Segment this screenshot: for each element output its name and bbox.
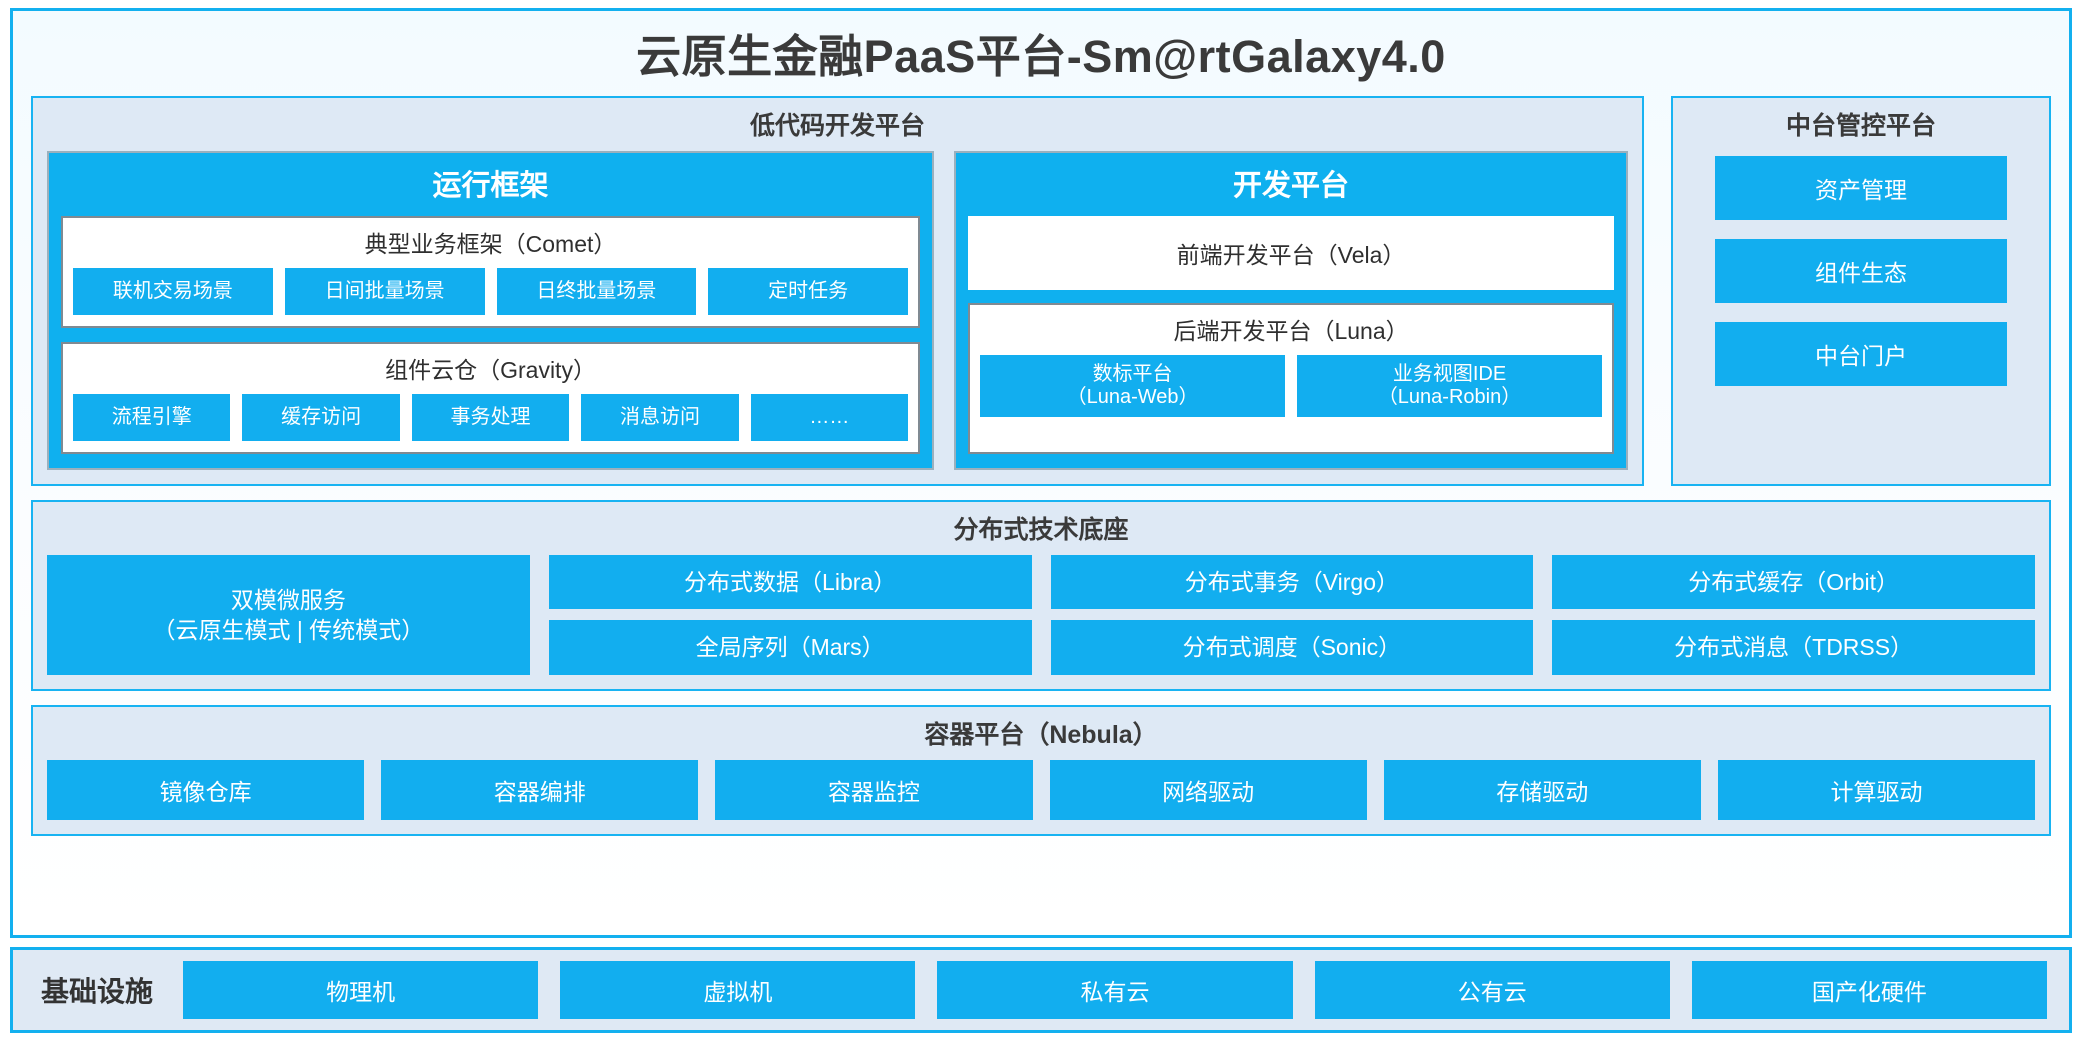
container-cell-compute-driver[interactable]: 计算驱动 — [1717, 760, 2036, 821]
luna-web-code: （Luna-Web） — [1066, 385, 1199, 408]
runtime-framework-card: 运行框架 典型业务框架（Comet） 联机交易场景 日间批量场景 日终批量场景 … — [47, 151, 935, 470]
infrastructure-item-list: 物理机 虚拟机 私有云 公有云 国产化硬件 — [183, 961, 2048, 1019]
distributed-cell-sonic[interactable]: 分布式调度（Sonic） — [1050, 620, 1534, 675]
infrastructure-item-virtual-machine[interactable]: 虚拟机 — [560, 961, 916, 1019]
console-item-portal[interactable]: 中台门户 — [1715, 322, 2007, 387]
top-row: 低代码开发平台 运行框架 典型业务框架（Comet） 联机交易场景 日间批量场景… — [31, 96, 2051, 486]
distributed-column-2: 分布式事务（Virgo） 分布式调度（Sonic） — [1050, 555, 1534, 675]
distributed-cell-mars[interactable]: 全局序列（Mars） — [548, 620, 1032, 675]
comet-box: 典型业务框架（Comet） 联机交易场景 日间批量场景 日终批量场景 定时任务 — [61, 216, 921, 328]
dual-mode-microservice-cell[interactable]: 双模微服务 （云原生模式 | 传统模式） — [47, 555, 530, 675]
gravity-title: 组件云仓（Gravity） — [385, 356, 596, 383]
gravity-chip-more[interactable]: …… — [750, 393, 909, 441]
gravity-chip[interactable]: 缓存访问 — [242, 393, 400, 441]
luna-robin-name: 业务视图IDE — [1392, 362, 1507, 385]
container-platform-section: 容器平台（Nebula） 镜像仓库 容器编排 容器监控 网络驱动 存储驱动 计算… — [31, 704, 2051, 837]
distributed-base-section: 分布式技术底座 双模微服务 （云原生模式 | 传统模式） 分布式数据（Libra… — [31, 499, 2051, 691]
luna-chip-list: 数标平台 （Luna-Web） 业务视图IDE （Luna-Robin） — [980, 354, 1603, 417]
luna-robin-chip[interactable]: 业务视图IDE （Luna-Robin） — [1297, 354, 1603, 417]
container-cell-orchestration[interactable]: 容器编排 — [381, 760, 699, 821]
infrastructure-item-private-cloud[interactable]: 私有云 — [937, 961, 1293, 1019]
infrastructure-item-physical-machine[interactable]: 物理机 — [183, 961, 539, 1019]
distributed-base-title: 分布式技术底座 — [953, 515, 1129, 544]
container-cell-monitoring[interactable]: 容器监控 — [715, 760, 1033, 821]
page-title: 云原生金融PaaS平台-Sm@rtGalaxy4.0 — [636, 31, 1446, 82]
comet-title: 典型业务框架（Comet） — [364, 231, 617, 258]
infrastructure-item-public-cloud[interactable]: 公有云 — [1314, 961, 1670, 1019]
container-platform-title: 容器平台（Nebula） — [924, 720, 1158, 749]
comet-chip[interactable]: 日间批量场景 — [284, 267, 485, 315]
runtime-framework-title: 运行框架 — [432, 170, 549, 203]
gravity-chip-list: 流程引擎 缓存访问 事务处理 消息访问 …… — [73, 393, 909, 441]
gravity-chip[interactable]: 流程引擎 — [73, 393, 231, 441]
luna-robin-code: （Luna-Robin） — [1377, 385, 1522, 408]
platform-main-panel: 云原生金融PaaS平台-Sm@rtGalaxy4.0 低代码开发平台 运行框架 … — [10, 8, 2072, 938]
distributed-cell-libra[interactable]: 分布式数据（Libra） — [548, 555, 1032, 610]
vela-box[interactable]: 前端开发平台（Vela） — [968, 216, 1614, 291]
luna-web-name: 数标平台 — [1092, 362, 1173, 385]
container-grid: 镜像仓库 容器编排 容器监控 网络驱动 存储驱动 计算驱动 — [47, 760, 2036, 821]
console-platform-title: 中台管控平台 — [1785, 112, 1936, 140]
distributed-column-1: 分布式数据（Libra） 全局序列（Mars） — [548, 555, 1032, 675]
microservice-column: 双模微服务 （云原生模式 | 传统模式） — [47, 555, 530, 675]
container-cell-image-registry[interactable]: 镜像仓库 — [47, 760, 365, 821]
lowcode-platform-section: 低代码开发平台 运行框架 典型业务框架（Comet） 联机交易场景 日间批量场景… — [31, 96, 1644, 486]
distributed-cell-virgo[interactable]: 分布式事务（Virgo） — [1050, 555, 1534, 610]
console-item-component-ecosystem[interactable]: 组件生态 — [1715, 239, 2007, 304]
distributed-cell-tdrss[interactable]: 分布式消息（TDRSS） — [1552, 620, 2035, 675]
development-platform-card: 开发平台 前端开发平台（Vela） 后端开发平台（Luna） 数标平台 （Lun… — [954, 151, 1628, 470]
distributed-cell-orbit[interactable]: 分布式缓存（Orbit） — [1552, 555, 2035, 610]
container-cell-storage-driver[interactable]: 存储驱动 — [1383, 760, 1701, 821]
gravity-chip[interactable]: 消息访问 — [581, 393, 739, 441]
luna-web-chip[interactable]: 数标平台 （Luna-Web） — [980, 354, 1286, 417]
lowcode-platform-title: 低代码开发平台 — [749, 112, 925, 140]
microservice-modes: （云原生模式 | 传统模式） — [152, 616, 425, 643]
lowcode-columns: 运行框架 典型业务框架（Comet） 联机交易场景 日间批量场景 日终批量场景 … — [47, 151, 1628, 470]
luna-title: 后端开发平台（Luna） — [1173, 318, 1409, 345]
infrastructure-label: 基础设施 — [41, 976, 154, 1007]
console-platform-section: 中台管控平台 资产管理 组件生态 中台门户 — [1671, 96, 2051, 486]
comet-chip-list: 联机交易场景 日间批量场景 日终批量场景 定时任务 — [73, 267, 909, 315]
infrastructure-section: 基础设施 物理机 虚拟机 私有云 公有云 国产化硬件 — [10, 947, 2072, 1033]
console-item-list: 资产管理 组件生态 中台门户 — [1687, 156, 2035, 392]
comet-chip[interactable]: 定时任务 — [708, 267, 909, 315]
distributed-grid: 双模微服务 （云原生模式 | 传统模式） 分布式数据（Libra） 全局序列（M… — [47, 555, 2035, 675]
microservice-name: 双模微服务 — [230, 586, 346, 613]
console-item-asset-management[interactable]: 资产管理 — [1715, 156, 2007, 221]
gravity-box: 组件云仓（Gravity） 流程引擎 缓存访问 事务处理 消息访问 …… — [61, 341, 921, 454]
infrastructure-item-domestic-hardware[interactable]: 国产化硬件 — [1691, 961, 2048, 1019]
luna-box: 后端开发平台（Luna） 数标平台 （Luna-Web） 业务视图IDE （Lu… — [968, 303, 1614, 454]
comet-chip[interactable]: 联机交易场景 — [73, 267, 273, 315]
comet-chip[interactable]: 日终批量场景 — [496, 267, 697, 315]
distributed-column-3: 分布式缓存（Orbit） 分布式消息（TDRSS） — [1552, 555, 2035, 675]
development-platform-title: 开发平台 — [1233, 170, 1350, 203]
gravity-chip[interactable]: 事务处理 — [411, 393, 570, 441]
container-cell-network-driver[interactable]: 网络驱动 — [1049, 760, 1367, 821]
